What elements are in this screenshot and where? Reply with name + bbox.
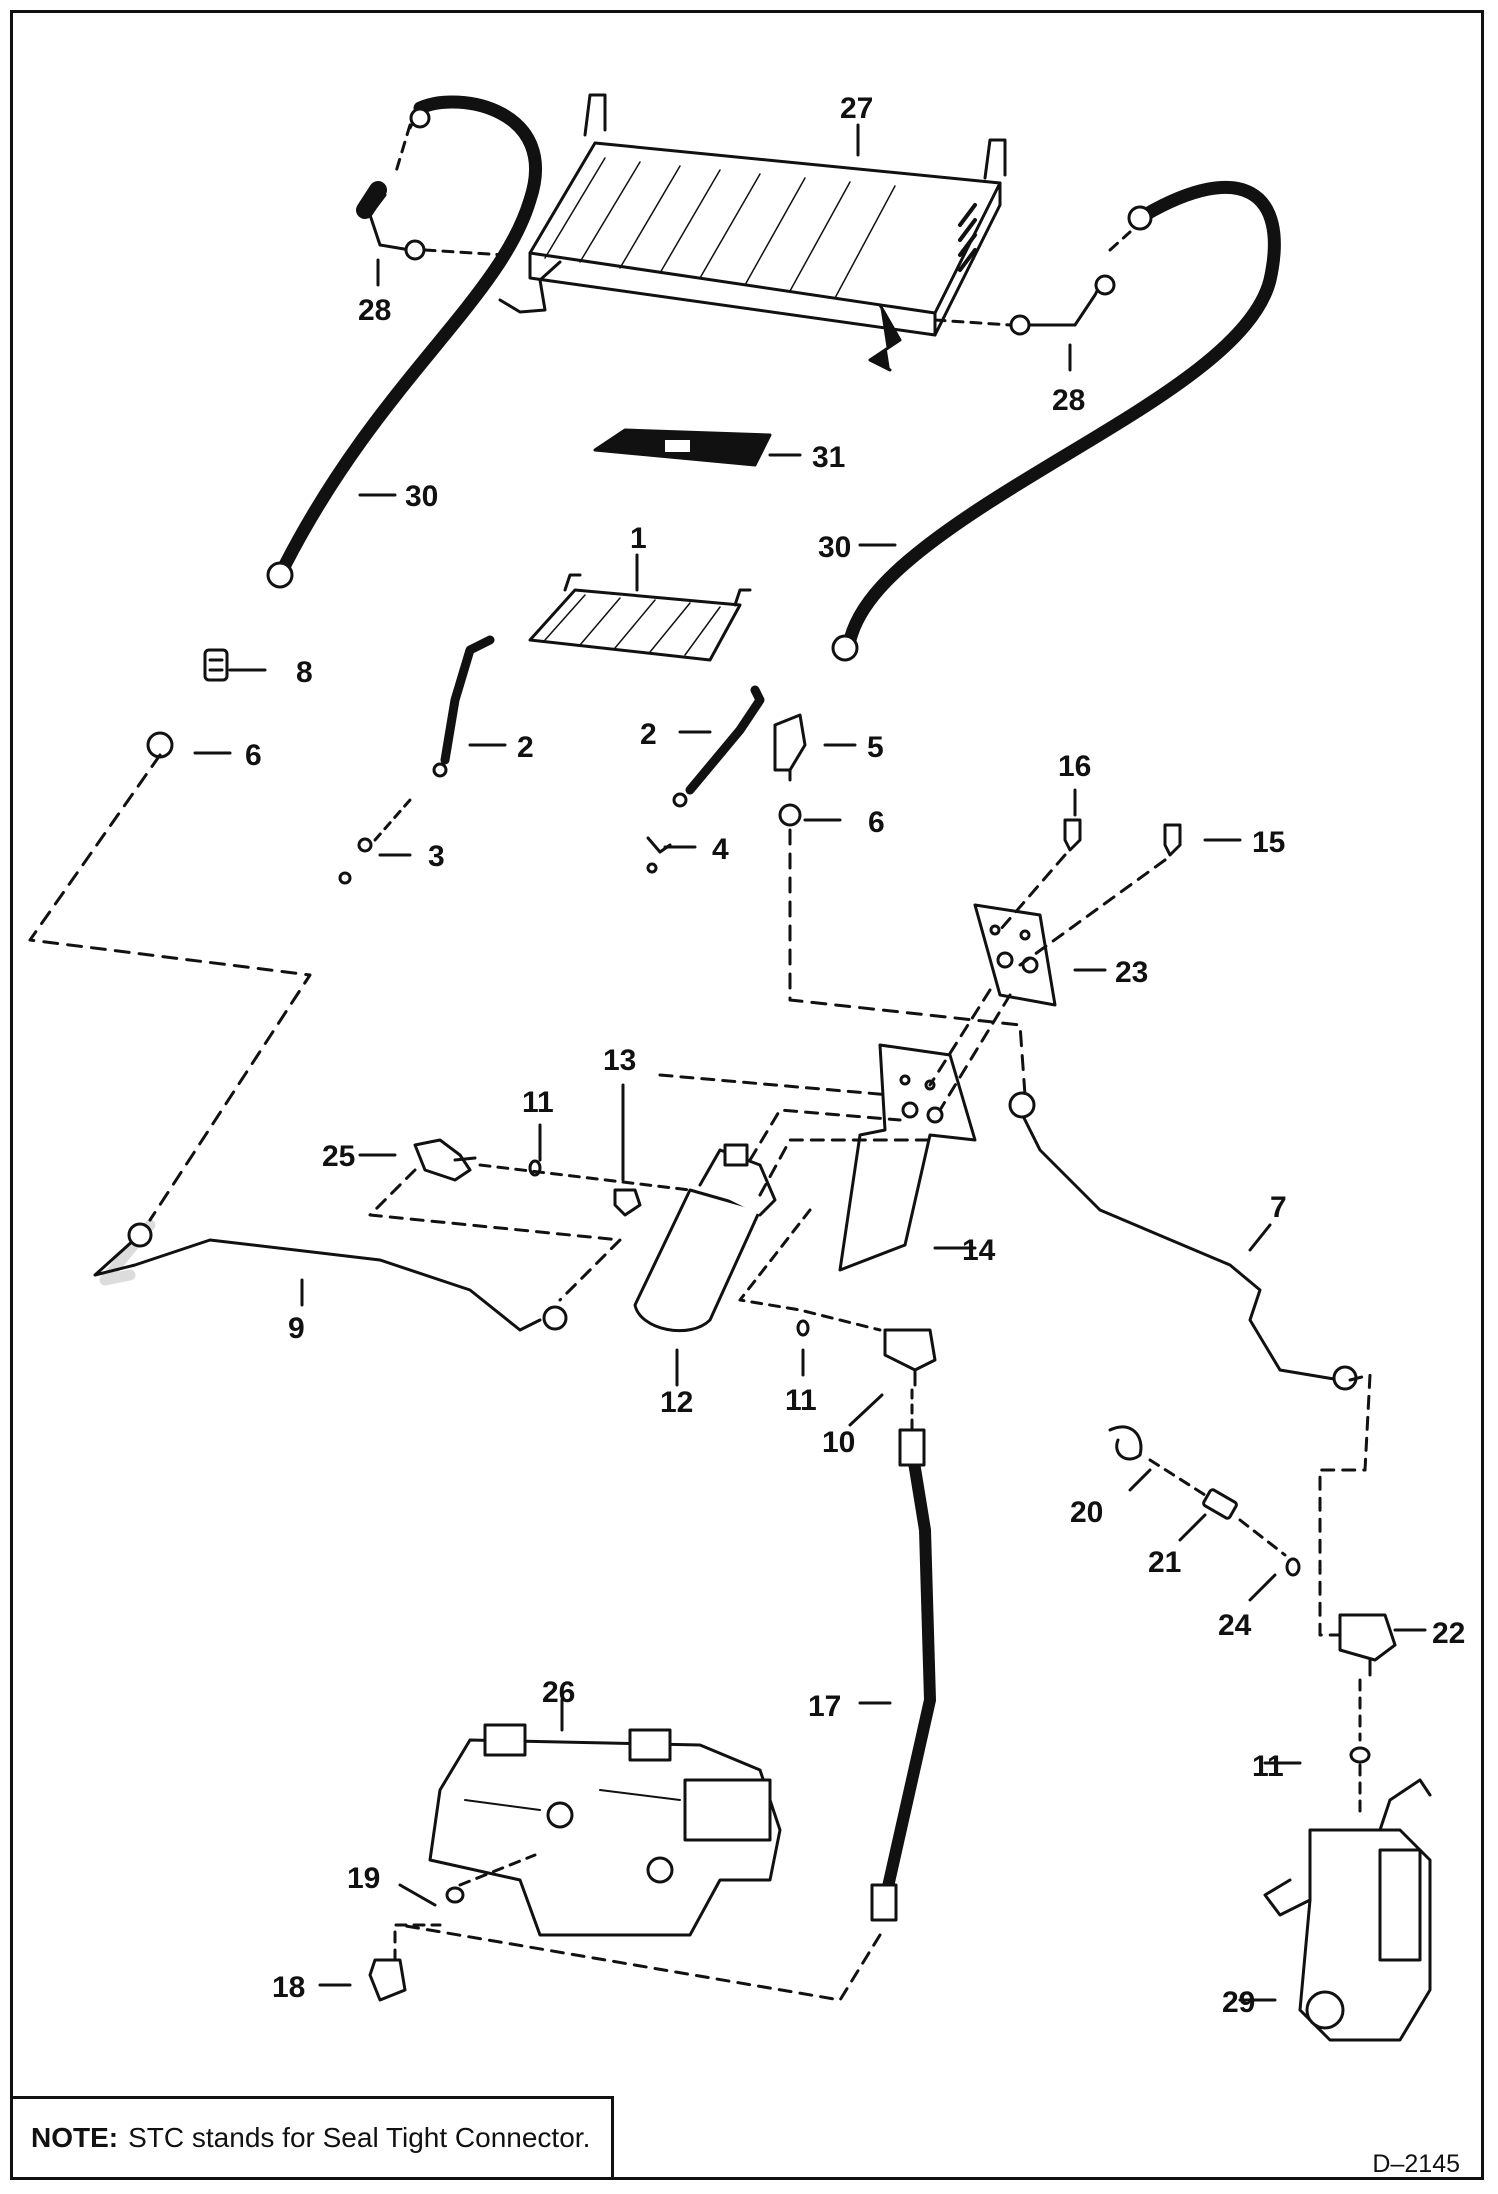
callout-30-right: 30: [818, 531, 851, 564]
hose-30-left: [266, 95, 543, 589]
callout-11-upper: 11: [522, 1086, 554, 1119]
callout-23: 23: [1115, 956, 1148, 989]
bracket-14: [838, 988, 1012, 1272]
fitting-28-left: [356, 181, 507, 261]
callouts: 27 28 28 31 30 30 1 8 6 2 2 5 3 4 6 16 1…: [245, 92, 1465, 2019]
callout-21: 21: [1148, 1546, 1181, 1579]
hose-17: [398, 1428, 936, 2002]
oil-cooler-27: [498, 93, 1007, 372]
bolt-15: [1163, 823, 1182, 857]
fitting-18: [368, 1923, 442, 2002]
hose-30-right: [831, 180, 1281, 662]
bolt-16: [1063, 818, 1082, 852]
fitting-21: [1148, 1458, 1287, 1557]
o-ring-11-lower: [738, 1208, 882, 1337]
fitting-3: [338, 798, 412, 885]
nut-6-right: [778, 803, 1027, 1097]
callout-4: 4: [712, 833, 729, 866]
drawing-frame: [10, 10, 1484, 2180]
drawing-number: D–2145: [1372, 2150, 1460, 2178]
callout-2-left: 2: [517, 731, 534, 764]
plate-23: [973, 853, 1167, 1007]
elbow-5: [773, 713, 807, 782]
small-hose-2-right: [672, 685, 765, 808]
callout-8: 8: [296, 656, 313, 689]
note-label: NOTE:: [31, 2122, 119, 2153]
fitting-28-right: [933, 274, 1116, 336]
callout-18: 18: [272, 1971, 305, 2004]
callout-22: 22: [1432, 1617, 1465, 1650]
small-hose-2-left: [432, 635, 495, 778]
callout-9: 9: [288, 1312, 305, 1345]
o-ring-24: [1285, 1557, 1301, 1577]
note-box: NOTE: STC stands for Seal Tight Connecto…: [10, 2096, 614, 2180]
callout-10: 10: [822, 1426, 855, 1459]
pump-26: [428, 1723, 782, 1937]
note-text: STC stands for Seal Tight Connector.: [128, 2122, 591, 2153]
o-ring-11-right: [1349, 1746, 1371, 1817]
valve-29: [1263, 1778, 1432, 2042]
o-ring-19: [445, 1853, 537, 1904]
callout-6-right: 6: [868, 806, 885, 839]
fitting-4: [646, 836, 672, 874]
callout-15: 15: [1252, 826, 1285, 859]
elbow-22: [1338, 1613, 1397, 1742]
tube-9: [93, 1219, 568, 1332]
callout-1: 1: [630, 522, 647, 555]
filter-12: [633, 1108, 932, 1333]
bolt-13: [613, 1073, 892, 1217]
clip-20: [1108, 1425, 1143, 1461]
callout-29: 29: [1222, 1986, 1255, 2019]
elbow-10: [883, 1328, 937, 1432]
callout-3: 3: [428, 840, 445, 873]
callout-28-right: 28: [1052, 384, 1085, 417]
callout-11-right: 11: [1252, 1750, 1284, 1783]
o-ring-11-upper: [478, 1159, 692, 1192]
callout-27: 27: [840, 92, 873, 125]
decal-31: [593, 428, 772, 467]
callout-5: 5: [867, 731, 884, 764]
fitting-8: [203, 648, 229, 682]
callout-12: 12: [660, 1386, 693, 1419]
callout-28-left: 28: [358, 294, 391, 327]
callout-14: 14: [962, 1234, 996, 1267]
callout-17: 17: [808, 1690, 841, 1723]
callout-20: 20: [1070, 1496, 1103, 1529]
nut-6-left: [28, 731, 312, 1222]
callout-7: 7: [1270, 1191, 1287, 1224]
callout-26: 26: [542, 1676, 575, 1709]
fitting-25: [368, 1138, 622, 1302]
tube-7: [1008, 1091, 1372, 1637]
callout-13: 13: [603, 1044, 636, 1077]
callout-30-left: 30: [405, 480, 438, 513]
leader-lines: [193, 123, 1427, 2002]
callout-2-right: 2: [640, 718, 657, 751]
small-cooler-1: [528, 573, 752, 662]
callout-31: 31: [812, 441, 845, 474]
callout-24: 24: [1218, 1609, 1252, 1642]
callout-11-lower: 11: [785, 1384, 817, 1417]
callout-19: 19: [347, 1862, 380, 1895]
callout-25: 25: [322, 1140, 355, 1173]
callout-16: 16: [1058, 750, 1091, 783]
callout-6-left: 6: [245, 739, 262, 772]
